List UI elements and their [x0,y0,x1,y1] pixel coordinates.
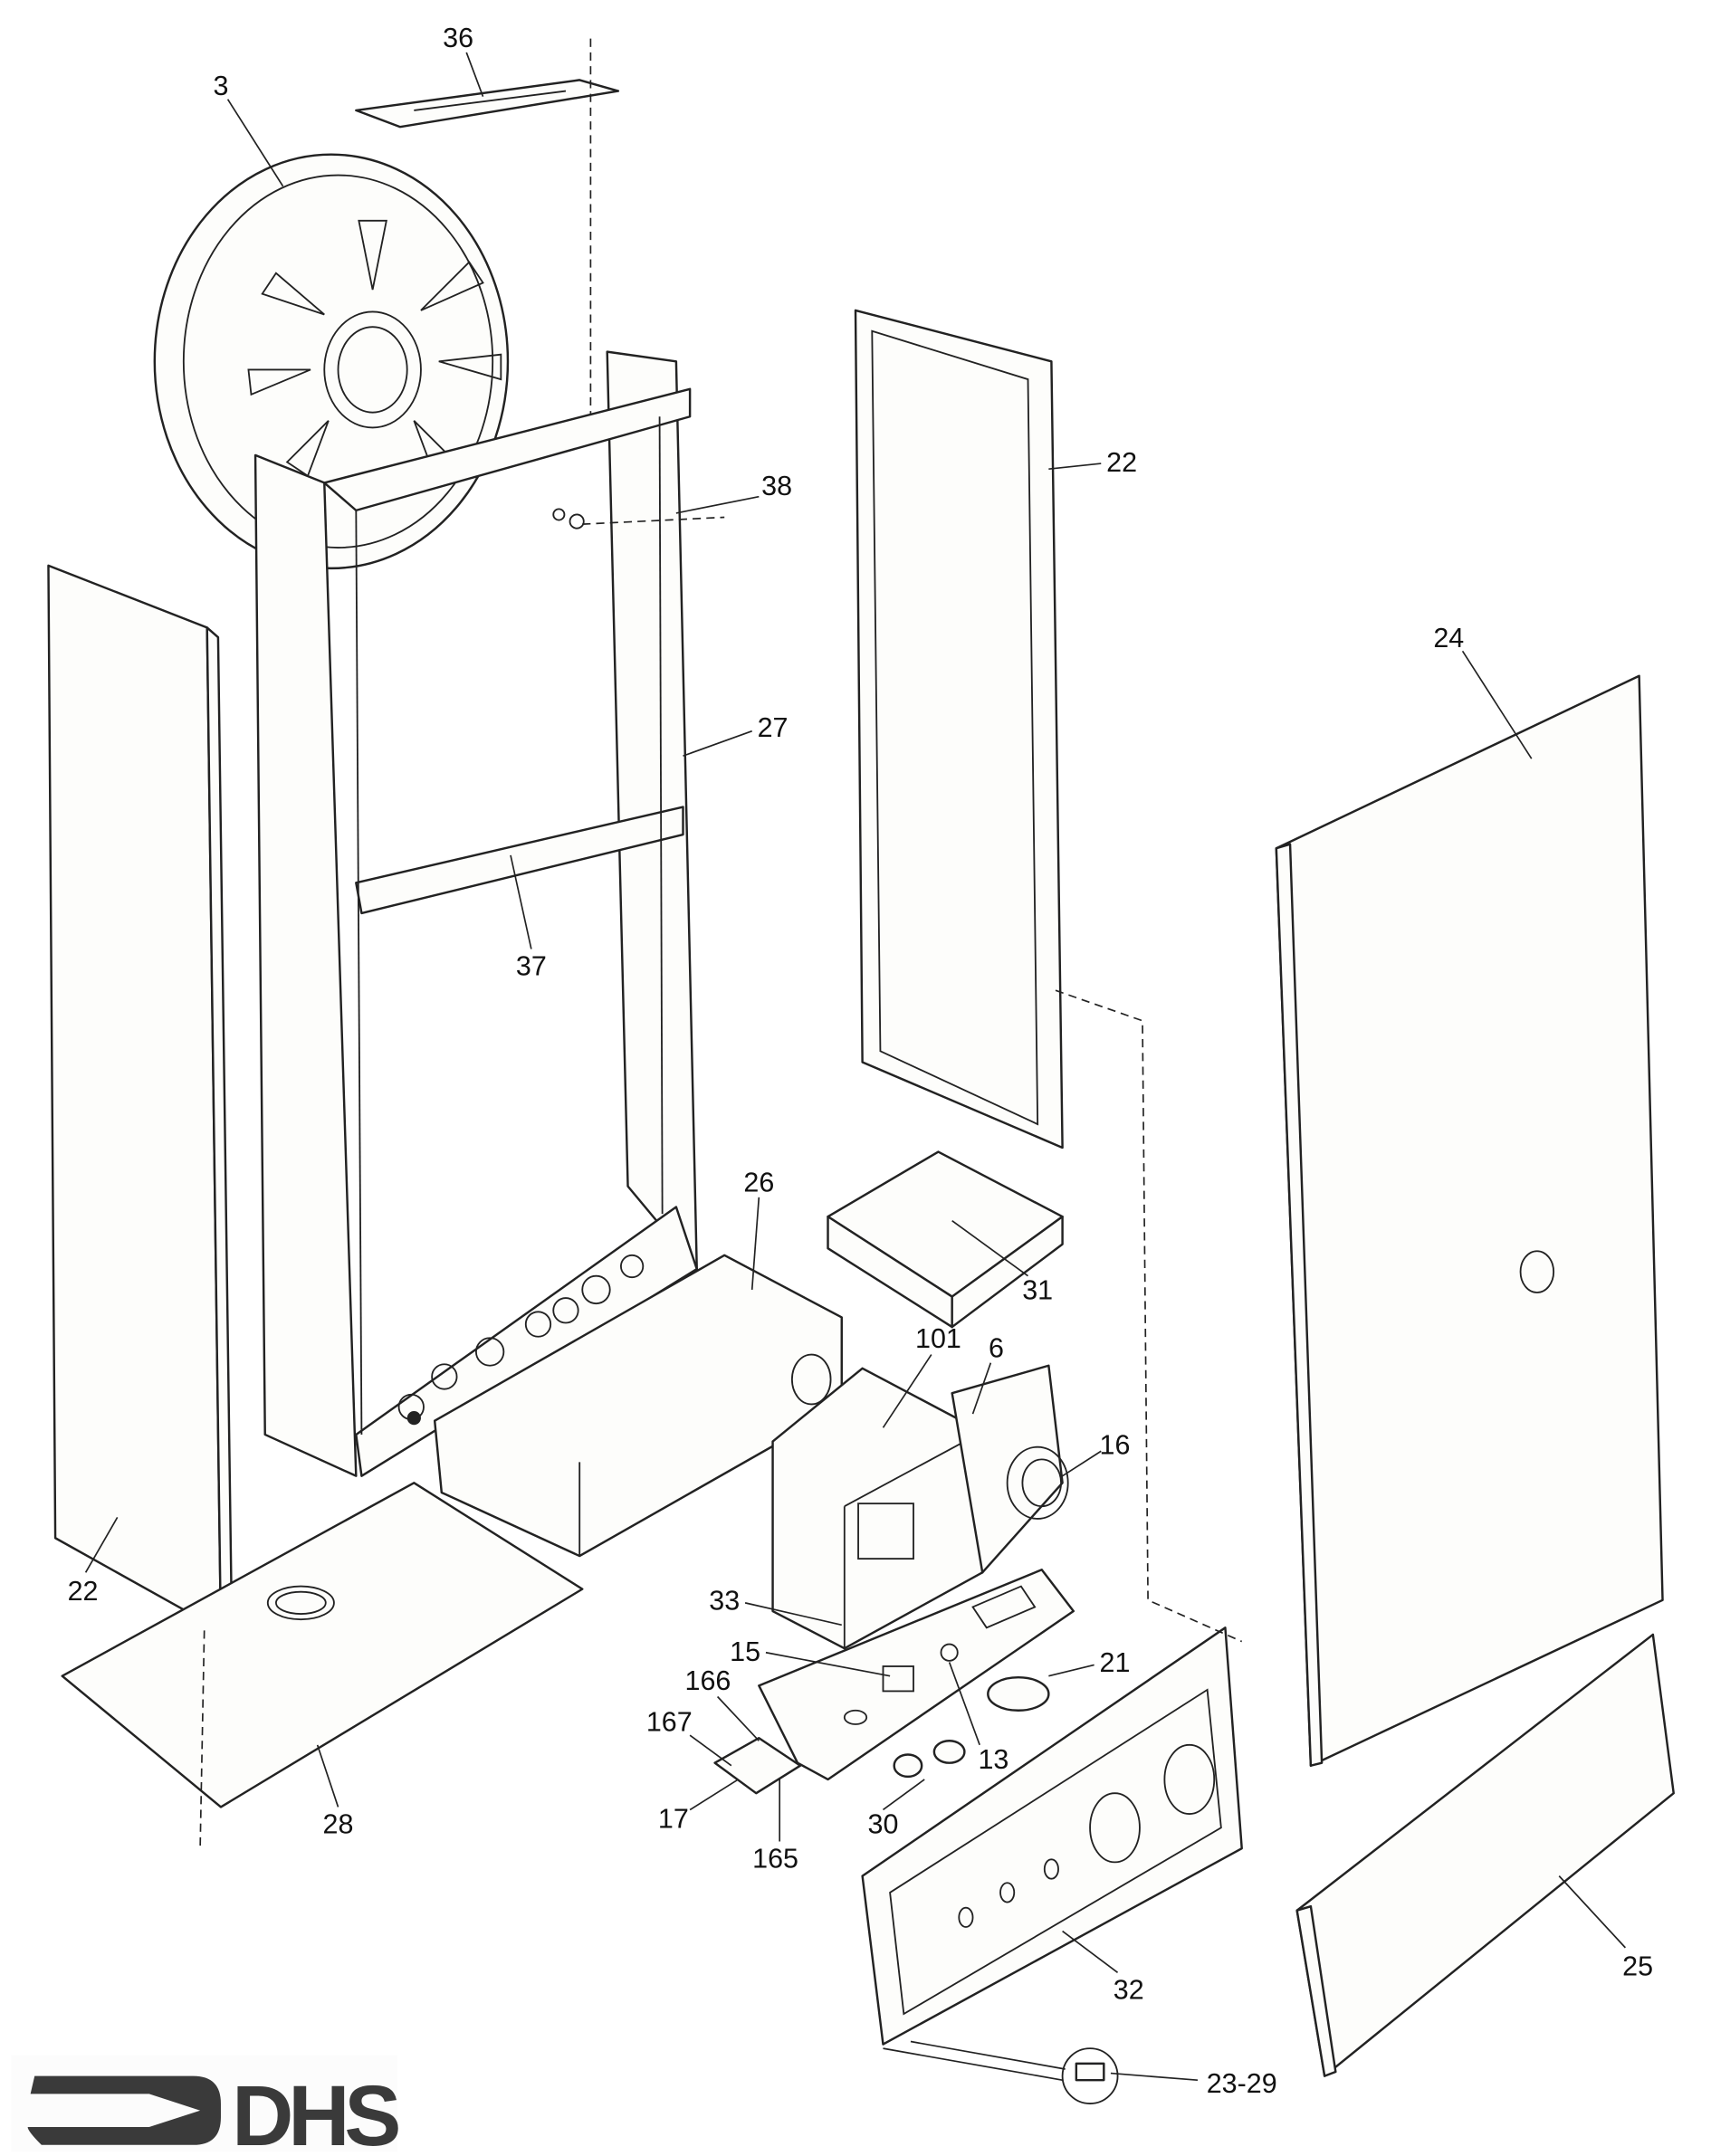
arrow-logo-icon [27,2075,221,2145]
leader-lines [84,52,1627,2082]
callout-26: 26 [743,1168,774,1198]
callout-28: 28 [323,1808,354,1839]
callout-27: 27 [758,712,789,743]
callout-21: 21 [1100,1647,1131,1678]
callout-101: 101 [915,1323,961,1354]
part-22-left-side-panel [47,564,234,1632]
part-25-lower-cover [1295,1633,1675,2077]
callout-17: 17 [658,1803,689,1834]
part-22-right-side-panel [854,309,1064,1150]
callout-15: 15 [730,1636,760,1667]
part-36-top-bracket [355,38,620,415]
part-31-cover [827,1150,1064,1329]
callout-13: 13 [978,1744,1008,1775]
callout-22-right: 22 [1106,447,1137,478]
callout-25: 25 [1622,1951,1653,1981]
callout-31: 31 [1022,1275,1053,1306]
part-38-screw [552,508,725,529]
callout-167: 167 [646,1707,693,1738]
part-28-base-plate [61,1482,584,1849]
part-23-29-clip [883,2040,1119,2105]
callout-23-29: 23-29 [1207,2068,1277,2099]
part-24-front-casing [1275,674,1664,1767]
callout-37: 37 [516,950,547,981]
callout-165: 165 [752,1843,798,1874]
part-3-fan-assembly [153,153,510,570]
callout-36: 36 [443,23,473,53]
part-33-mounting-plate [713,1569,1075,1795]
dhs-logo: DHS [11,2055,405,2156]
callout-labels: 36 3 38 22 24 27 37 26 31 101 6 16 22 33… [68,23,1653,2099]
logo-text: DHS [232,2068,398,2156]
callout-3: 3 [213,71,228,101]
callout-33: 33 [709,1585,740,1616]
callout-22-left: 22 [68,1576,99,1607]
callout-30: 30 [868,1808,899,1839]
callout-166: 166 [685,1665,731,1696]
part-32-fascia [861,1627,1243,2046]
part-27-chassis-frame [253,350,698,1477]
callout-6: 6 [989,1333,1004,1364]
part-101-control-housing [771,1364,1069,1650]
callout-38: 38 [761,471,792,501]
callout-16: 16 [1100,1429,1131,1460]
callout-24: 24 [1433,623,1464,653]
callout-32: 32 [1114,1974,1144,2005]
